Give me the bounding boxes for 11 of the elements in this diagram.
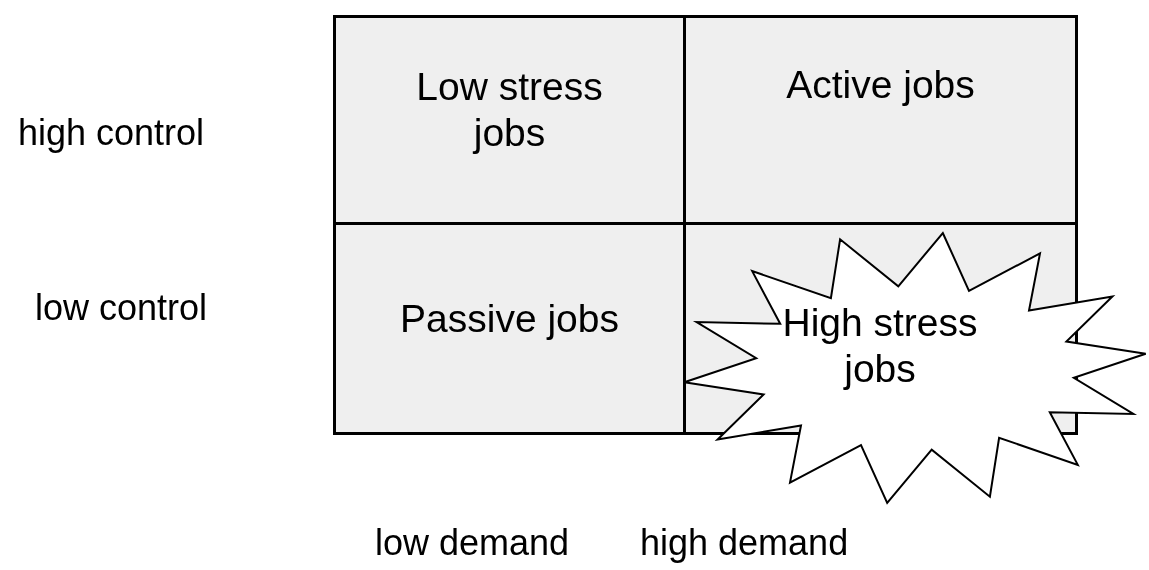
- quadrant-label: Low stress jobs: [415, 64, 604, 156]
- quadrant-box: [333, 222, 686, 435]
- quadrant-box: [333, 15, 686, 225]
- starburst-label: High stress jobs: [781, 300, 979, 392]
- row-label: high control: [18, 112, 205, 154]
- row-label: low control: [35, 287, 208, 329]
- column-label: low demand: [375, 522, 570, 564]
- quadrant-box: [683, 15, 1078, 225]
- quadrant-label: Active jobs: [786, 62, 975, 108]
- quadrant-label: Passive jobs: [400, 295, 619, 342]
- column-label: high demand: [640, 522, 849, 564]
